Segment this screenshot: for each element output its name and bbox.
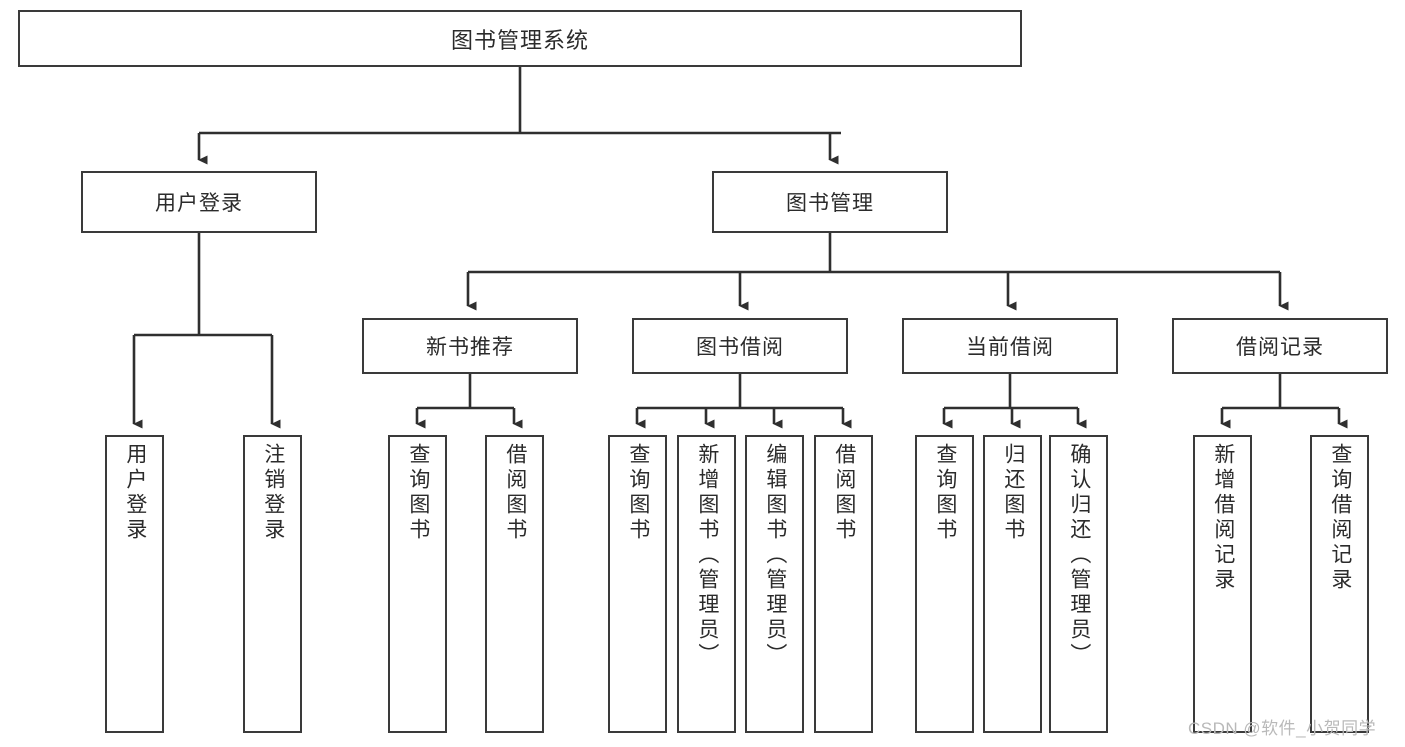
node-leaf-add-borrow-record[interactable]: 新增借阅记录: [1193, 435, 1252, 733]
node-book-management[interactable]: 图书管理: [712, 171, 948, 233]
node-leaf-edit-book-admin[interactable]: 编辑图书（管理员）: [745, 435, 804, 733]
node-user-login-label: 用户登录: [155, 192, 243, 215]
node-book-borrow[interactable]: 图书借阅: [632, 318, 848, 374]
node-leaf-add-borrow-record-label: 新增借阅记录: [1211, 443, 1235, 593]
node-leaf-query-borrow-record-label: 查询借阅记录: [1328, 443, 1352, 593]
node-current-borrow[interactable]: 当前借阅: [902, 318, 1118, 374]
node-leaf-query-book-current-label: 查询图书: [933, 443, 957, 543]
node-root-label: 图书管理系统: [450, 27, 589, 53]
node-leaf-borrow-book[interactable]: 借阅图书: [814, 435, 873, 733]
node-leaf-return-book-label: 归还图书: [1001, 443, 1025, 543]
node-leaf-user-logout[interactable]: 注销登录: [243, 435, 302, 733]
node-leaf-return-book[interactable]: 归还图书: [983, 435, 1042, 733]
node-leaf-add-book-admin[interactable]: 新增图书（管理员）: [677, 435, 736, 733]
node-leaf-add-book-admin-label: 新增图书（管理员）: [695, 443, 719, 668]
node-leaf-user-login-label: 用户登录: [123, 443, 147, 543]
node-book-borrow-label: 图书借阅: [696, 336, 784, 359]
node-leaf-user-login[interactable]: 用户登录: [105, 435, 164, 733]
node-leaf-confirm-return-admin[interactable]: 确认归还（管理员）: [1049, 435, 1108, 733]
node-leaf-query-book-recommend-label: 查询图书: [406, 443, 430, 543]
node-book-management-label: 图书管理: [786, 192, 874, 215]
node-borrow-record-label: 借阅记录: [1236, 336, 1324, 359]
node-leaf-query-book-current[interactable]: 查询图书: [915, 435, 974, 733]
watermark: CSDN @软件_小贺同学: [1188, 719, 1377, 738]
node-leaf-borrow-book-recommend-label: 借阅图书: [503, 443, 527, 543]
node-leaf-user-logout-label: 注销登录: [261, 443, 285, 543]
node-leaf-query-book-recommend[interactable]: 查询图书: [388, 435, 447, 733]
node-leaf-borrow-book-recommend[interactable]: 借阅图书: [485, 435, 544, 733]
node-new-book-recommend[interactable]: 新书推荐: [362, 318, 578, 374]
node-current-borrow-label: 当前借阅: [966, 336, 1054, 359]
node-leaf-confirm-return-admin-label: 确认归还（管理员）: [1067, 443, 1091, 668]
node-leaf-edit-book-admin-label: 编辑图书（管理员）: [763, 443, 787, 668]
node-borrow-record[interactable]: 借阅记录: [1172, 318, 1388, 374]
node-user-login[interactable]: 用户登录: [81, 171, 317, 233]
node-leaf-query-book-borrow[interactable]: 查询图书: [608, 435, 667, 733]
node-leaf-borrow-book-label: 借阅图书: [832, 443, 856, 543]
node-new-book-recommend-label: 新书推荐: [426, 336, 514, 359]
node-root[interactable]: 图书管理系统: [18, 10, 1022, 67]
node-leaf-query-book-borrow-label: 查询图书: [626, 443, 650, 543]
node-leaf-query-borrow-record[interactable]: 查询借阅记录: [1310, 435, 1369, 733]
